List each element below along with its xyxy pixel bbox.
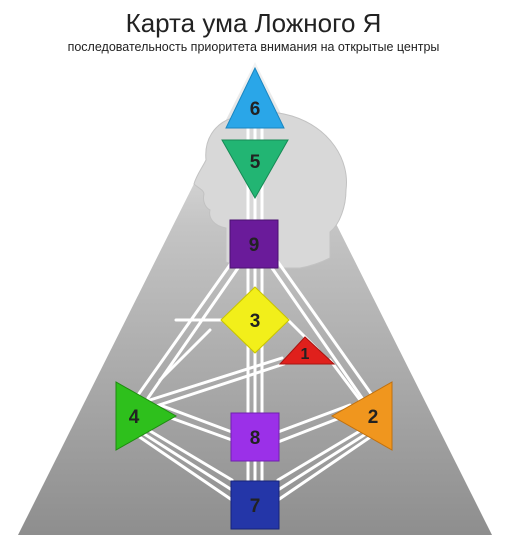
throat-center: 9 bbox=[229, 219, 279, 269]
spleen-center-label: 4 bbox=[129, 407, 140, 428]
sacral-center: 8 bbox=[230, 412, 280, 462]
root-center-shape bbox=[230, 480, 280, 530]
g-center: 3 bbox=[220, 286, 290, 354]
diagram-title: Карта ума Ложного Я bbox=[125, 8, 382, 38]
sacral-center-shape bbox=[230, 412, 280, 462]
solar-plexus-center: 2 bbox=[330, 381, 393, 451]
heart-center: 1 bbox=[278, 336, 336, 365]
root-center: 7 bbox=[230, 480, 280, 530]
diagram-subtitle: последовательность приоритета внимания н… bbox=[67, 40, 440, 54]
ajna-center-label: 5 bbox=[250, 152, 261, 173]
g-center-label: 3 bbox=[250, 311, 261, 332]
heart-center-label: 1 bbox=[301, 346, 310, 363]
solar-plexus-center-label: 2 bbox=[368, 407, 379, 428]
sacral-center-label: 8 bbox=[250, 428, 261, 449]
throat-center-shape bbox=[229, 219, 279, 269]
head-center: 6 bbox=[225, 66, 285, 129]
g-center-shape bbox=[220, 286, 290, 354]
throat-center-label: 9 bbox=[249, 235, 260, 256]
head-center-shape bbox=[225, 66, 285, 129]
ajna-center: 5 bbox=[221, 139, 289, 200]
heart-center-shape bbox=[278, 336, 336, 365]
solar-plexus-center-shape bbox=[330, 381, 393, 451]
ajna-center-shape bbox=[221, 139, 289, 200]
spleen-center-shape bbox=[115, 381, 178, 451]
root-center-label: 7 bbox=[250, 496, 261, 517]
head-center-label: 6 bbox=[250, 99, 261, 120]
spleen-center: 4 bbox=[115, 381, 178, 451]
